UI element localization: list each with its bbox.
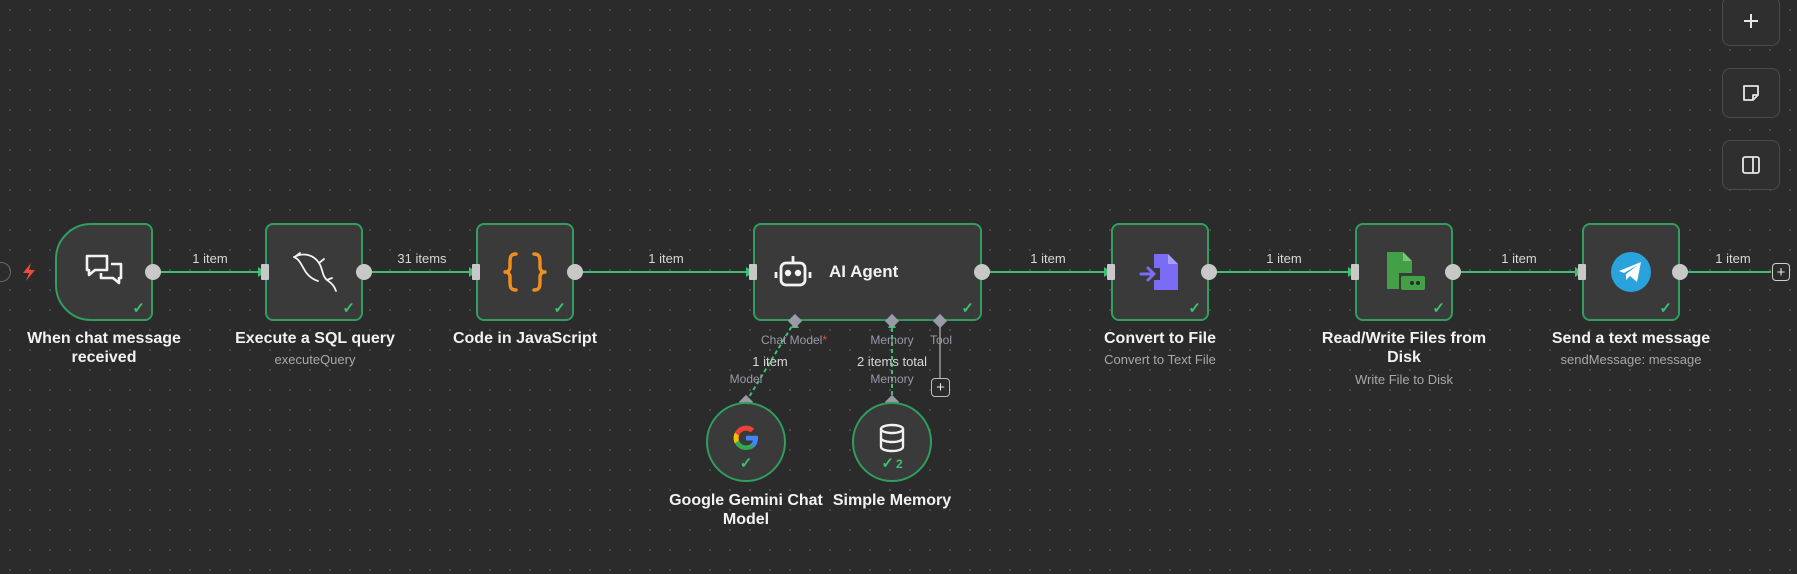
connection-count: 1 item [752, 354, 788, 369]
node-subtitle: executeQuery [274, 352, 356, 367]
robot-icon [774, 256, 812, 287]
success-check-icon: ✓ [739, 455, 753, 472]
success-check-icon: ✓ [553, 300, 566, 317]
node-title: Code in JavaScript [452, 330, 598, 347]
output-port[interactable] [1200, 263, 1218, 281]
node-subtitle: Convert to Text File [1104, 352, 1216, 367]
chat-model-port-label: Chat Model* [760, 333, 828, 347]
add-next-node-button[interactable]: + [1772, 263, 1790, 281]
sticky-note-button[interactable] [1722, 68, 1780, 118]
success-check-icon: ✓ [1659, 300, 1672, 317]
model-port-label: Model [729, 372, 763, 386]
output-port[interactable] [144, 263, 162, 281]
node-title: Read/Write Files from Disk [1321, 330, 1487, 366]
tool-port-label: Tool [929, 333, 953, 347]
success-check-icon: ✓ [1188, 300, 1201, 317]
trigger-bolt-icon [23, 263, 35, 281]
connection-count: 1 item [1266, 251, 1302, 266]
success-check-icon: ✓2 [881, 455, 903, 472]
google-g-icon [733, 425, 758, 450]
input-port[interactable] [261, 264, 269, 280]
node-title: Execute a SQL query [235, 330, 395, 347]
output-port[interactable] [973, 263, 991, 281]
node-chat-trigger[interactable]: ✓ [55, 223, 153, 321]
connection-count: 31 items [397, 251, 447, 266]
node-ai-agent[interactable]: AI Agent ✓ [753, 223, 982, 321]
panel-icon [1742, 156, 1760, 174]
input-port[interactable] [1351, 264, 1359, 280]
output-port[interactable] [1444, 263, 1462, 281]
success-check-icon: ✓ [132, 300, 145, 317]
memory-port[interactable] [884, 313, 900, 329]
add-node-button[interactable] [1722, 0, 1780, 46]
node-title: Google Gemini Chat Model [669, 492, 823, 528]
database-icon [879, 423, 905, 453]
curly-braces-icon [503, 252, 547, 292]
memory-port-label: Memory [870, 333, 914, 347]
tool-port[interactable] [932, 313, 948, 329]
plus-icon [1744, 14, 1758, 28]
connection-count: 1 item [1030, 251, 1066, 266]
input-port[interactable] [1578, 264, 1586, 280]
toggle-panel-button[interactable] [1722, 140, 1780, 190]
agent-title: AI Agent [829, 262, 899, 281]
node-subtitle: sendMessage: message [1560, 352, 1702, 367]
node-read-write-files[interactable]: ✓ [1355, 223, 1453, 321]
add-tool-button[interactable]: + [931, 378, 950, 397]
node-simple-memory[interactable]: ✓2 [852, 402, 932, 482]
output-port[interactable] [355, 263, 373, 281]
run-count: 2 [895, 457, 903, 471]
success-check-icon: ✓ [1432, 300, 1445, 317]
node-execute-sql[interactable]: ✓ [265, 223, 363, 321]
connection-count: 1 item [192, 251, 228, 266]
mysql-dolphin-icon [293, 252, 337, 292]
node-google-gemini[interactable]: ✓ [706, 402, 786, 482]
node-title: Convert to File [1103, 330, 1216, 347]
node-subtitle: Write File to Disk [1355, 372, 1453, 387]
input-port[interactable] [749, 264, 757, 280]
telegram-icon [1611, 252, 1651, 292]
output-port[interactable] [566, 263, 584, 281]
connection-count: 1 item [648, 251, 684, 266]
connection-count: 1 item [1715, 251, 1751, 266]
convert-file-icon [1139, 254, 1178, 290]
input-port[interactable] [472, 264, 480, 280]
memory-node-port-label: Memory [870, 372, 914, 386]
node-convert-to-file[interactable]: ✓ [1111, 223, 1209, 321]
node-title: When chat message received [27, 330, 181, 366]
chat-icon [85, 254, 123, 285]
connection-count: 1 item [1501, 251, 1537, 266]
node-title: Simple Memory [832, 492, 952, 509]
node-title: Send a text message [1551, 330, 1711, 347]
connection-count: 2 items total [856, 354, 928, 369]
file-disk-icon [1387, 252, 1425, 290]
success-check-icon: ✓ [961, 300, 974, 317]
node-code-js[interactable]: ✓ [476, 223, 574, 321]
node-send-telegram[interactable]: ✓ [1582, 223, 1680, 321]
success-check-icon: ✓ [342, 300, 355, 317]
output-port[interactable] [1671, 263, 1689, 281]
chat-model-port[interactable] [787, 313, 803, 329]
input-port[interactable] [1107, 264, 1115, 280]
note-icon [1743, 85, 1759, 101]
